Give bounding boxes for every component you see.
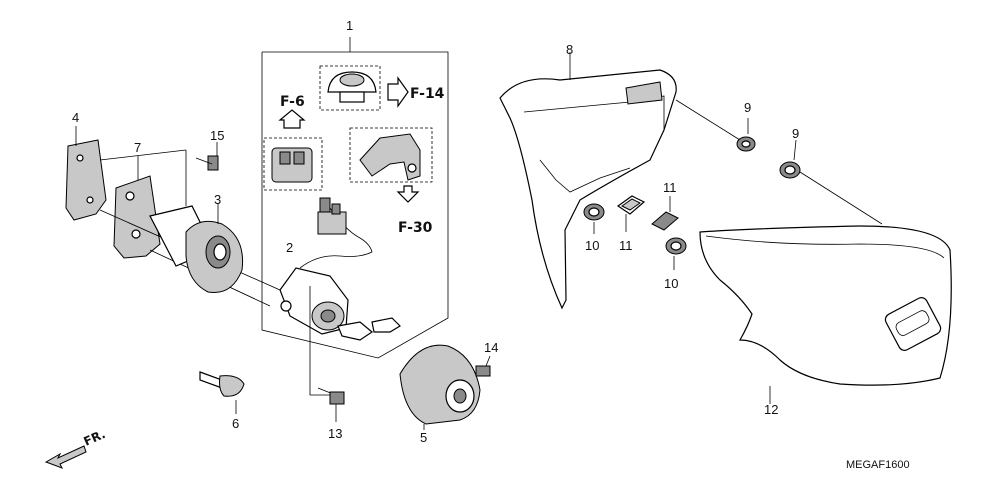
- rubber-11b: [651, 196, 679, 231]
- ignition-switch: [279, 197, 401, 341]
- callout-8: 8: [566, 42, 573, 57]
- callout-6: 6: [232, 416, 239, 431]
- callout-1: 1: [346, 18, 353, 33]
- lock-cover-5: [399, 344, 481, 430]
- callout-4: 4: [72, 110, 79, 125]
- callout-11a: 11: [619, 238, 633, 253]
- grommet-leaders: [675, 99, 883, 225]
- callout-10b: 10: [664, 276, 678, 291]
- reference-f6: F-6: [280, 94, 305, 110]
- reference-f30: F-30: [398, 220, 433, 236]
- connector-subpart: [263, 109, 323, 191]
- bracket-subpart: [349, 127, 433, 203]
- front-label: FR.: [82, 427, 108, 449]
- callout-13: 13: [328, 426, 342, 441]
- callout-15: 15: [210, 128, 224, 143]
- callout-9a: 9: [744, 100, 751, 115]
- mounting-plate-7: [113, 156, 161, 259]
- reference-f14: F-14: [410, 86, 445, 102]
- grommet-9b: [779, 139, 801, 179]
- bolt-15: [195, 142, 219, 171]
- callout-5: 5: [420, 430, 427, 445]
- front-direction-arrow: [44, 445, 87, 469]
- bolt-13: [317, 387, 345, 422]
- side-cover-12: [699, 225, 952, 404]
- callout-3: 3: [214, 192, 221, 207]
- grommet-9a: [736, 118, 756, 152]
- ignition-kit-boundary: [261, 37, 449, 359]
- mounting-plate-4: [65, 126, 107, 221]
- callout-7: 7: [134, 140, 141, 155]
- screw-14: [475, 355, 491, 377]
- grommet-10a: [583, 203, 605, 234]
- key-6: [199, 371, 245, 414]
- callout-10a: 10: [585, 238, 599, 253]
- rubber-11a: [616, 195, 646, 232]
- callout-12: 12: [764, 402, 778, 417]
- callout-9b: 9: [792, 126, 799, 141]
- diagram-code: MEGAF1600: [846, 459, 910, 471]
- side-cover-8: [499, 52, 677, 310]
- callout-11b: 11: [663, 180, 677, 195]
- key-cylinder-cap-subpart: [319, 65, 409, 111]
- switch-holder-3: [149, 204, 244, 294]
- callout-2: 2: [286, 240, 293, 255]
- callout-14: 14: [484, 340, 498, 355]
- grommet-10b: [665, 237, 687, 270]
